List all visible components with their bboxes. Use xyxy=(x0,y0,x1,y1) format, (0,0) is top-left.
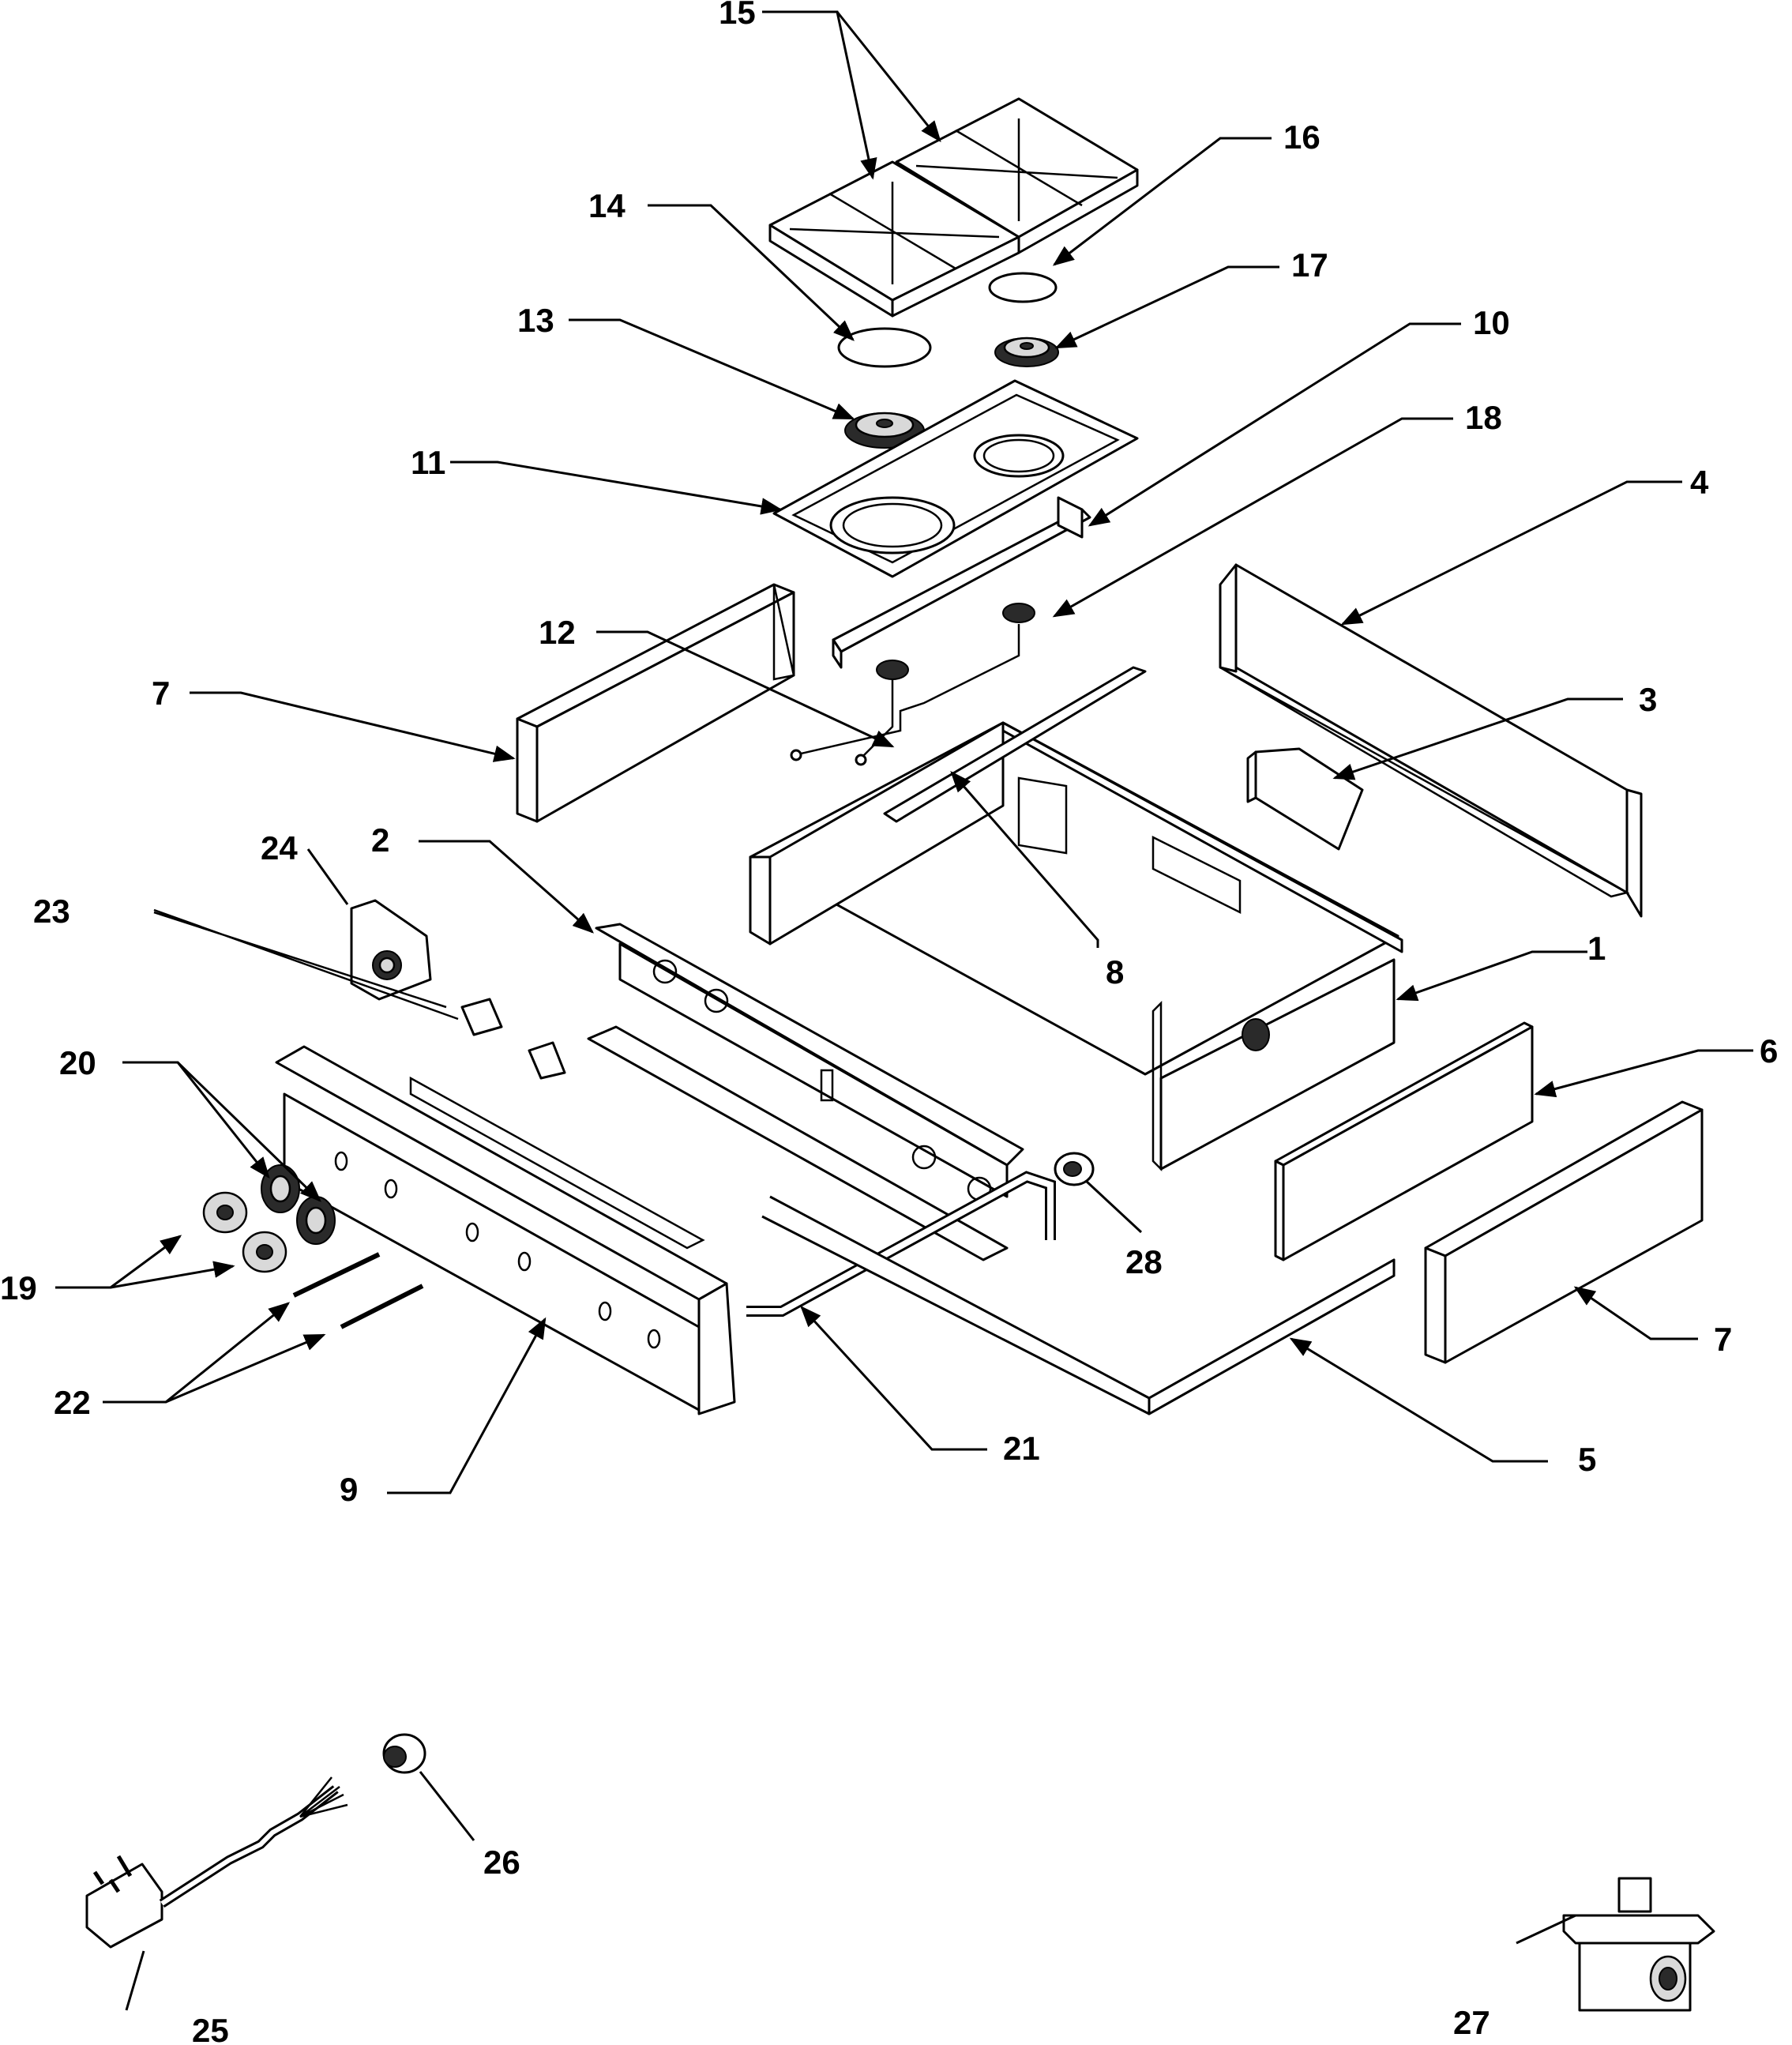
callout-8: 8 xyxy=(1106,953,1124,991)
part-burner-head-large xyxy=(844,412,925,449)
part-front-side-panel xyxy=(1274,1021,1534,1261)
part-valve-shafts xyxy=(292,1252,424,1329)
part-knob-bezels xyxy=(261,1164,336,1245)
part-burner-cap-small xyxy=(988,272,1058,303)
part-ignition-module xyxy=(350,899,432,1001)
part-control-knobs xyxy=(202,1191,287,1273)
callout-26: 26 xyxy=(483,1844,520,1881)
callout-15: 15 xyxy=(719,0,756,31)
part-control-panel xyxy=(275,1045,736,1415)
callout-25: 25 xyxy=(192,2012,229,2045)
callout-5: 5 xyxy=(1578,1441,1596,1478)
part-grommet xyxy=(382,1733,426,1774)
part-gas-regulator xyxy=(1562,1877,1715,2012)
callout-2: 2 xyxy=(371,821,389,859)
leader-lines xyxy=(55,10,1753,2011)
callout-13: 13 xyxy=(517,302,554,339)
callout-6: 6 xyxy=(1760,1032,1778,1069)
part-wire-harness xyxy=(153,908,566,1080)
part-burner-head-small xyxy=(994,336,1059,367)
part-back-panel xyxy=(1219,563,1643,918)
callout-19: 19 xyxy=(0,1269,37,1306)
callout-4: 4 xyxy=(1690,464,1709,501)
callout-20: 20 xyxy=(59,1044,96,1081)
callout-10: 10 xyxy=(1473,304,1510,341)
part-side-trim-left xyxy=(516,583,795,823)
part-bushing xyxy=(1054,1152,1095,1186)
part-grates xyxy=(768,97,1139,318)
callout-12: 12 xyxy=(539,614,576,651)
part-cross-rail xyxy=(883,666,1147,823)
part-burner-cap-large xyxy=(837,327,932,368)
callout-17: 17 xyxy=(1291,246,1328,284)
callout-22: 22 xyxy=(54,1384,91,1421)
callout-24: 24 xyxy=(261,829,298,866)
part-vent-bracket xyxy=(1246,747,1364,851)
callout-1: 1 xyxy=(1587,930,1606,967)
callout-7-right: 7 xyxy=(1714,1321,1732,1358)
callout-21: 21 xyxy=(1003,1430,1040,1467)
callout-16: 16 xyxy=(1283,118,1321,156)
callout-7-left: 7 xyxy=(152,675,170,712)
callout-27: 27 xyxy=(1453,2004,1490,2041)
callout-23: 23 xyxy=(33,893,70,930)
callout-3: 3 xyxy=(1639,681,1657,718)
part-base-frame xyxy=(761,1195,1396,1415)
part-control-bracket xyxy=(587,923,1024,1261)
part-burner-pan xyxy=(772,379,1139,578)
callout-28: 28 xyxy=(1125,1243,1163,1280)
part-power-cord xyxy=(85,1776,348,1949)
callout-18: 18 xyxy=(1465,399,1502,436)
callout-11: 11 xyxy=(411,444,445,481)
callout-14: 14 xyxy=(588,187,626,224)
callout-9: 9 xyxy=(340,1471,358,1508)
part-side-trim-right xyxy=(1424,1100,1704,1364)
